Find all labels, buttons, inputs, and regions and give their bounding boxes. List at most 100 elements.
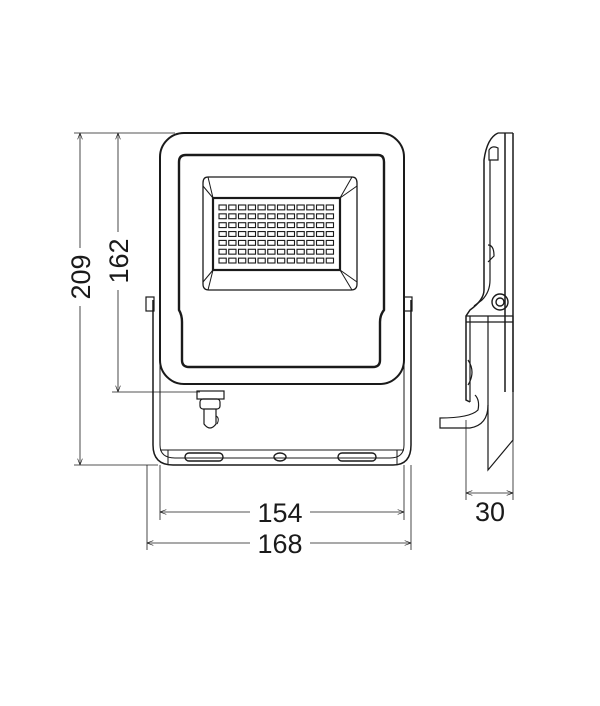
led-chip — [306, 239, 315, 246]
led-chip — [228, 231, 237, 237]
led-chip — [218, 239, 227, 246]
led-chip — [257, 239, 266, 246]
led-chip — [257, 248, 266, 255]
led-chip — [228, 204, 237, 211]
led-chip — [315, 248, 325, 255]
led-chip — [218, 222, 227, 229]
led-chip — [325, 231, 335, 237]
led-chip — [267, 248, 276, 255]
led-chip — [315, 231, 325, 237]
led-chip — [276, 257, 286, 264]
led-chip — [296, 204, 305, 211]
led-chip — [325, 248, 335, 255]
led-chip — [276, 239, 286, 246]
led-chip — [257, 222, 266, 229]
led-chip — [228, 213, 237, 220]
overall-width-168-label: 168 — [257, 529, 302, 559]
led-chip — [296, 248, 305, 255]
led-chip — [228, 222, 237, 229]
led-chip — [276, 204, 286, 211]
mounting-slot-right — [337, 452, 377, 462]
led-chip — [315, 204, 325, 211]
led-chip — [247, 204, 257, 211]
led-chip — [315, 239, 325, 246]
led-array — [218, 204, 335, 264]
led-chip — [296, 222, 305, 229]
led-chip — [247, 231, 257, 237]
housing-inner — [177, 153, 386, 369]
led-chip — [306, 213, 315, 220]
led-chip — [306, 257, 315, 264]
led-chip — [325, 204, 335, 211]
led-chip — [286, 213, 296, 220]
led-chip — [237, 239, 247, 246]
led-chip — [257, 213, 266, 220]
led-chip — [325, 213, 335, 220]
led-chip — [276, 231, 286, 237]
led-chip — [237, 257, 247, 264]
led-chip — [218, 257, 227, 264]
led-chip — [228, 257, 237, 264]
led-chip — [247, 257, 257, 264]
led-chip — [228, 239, 237, 246]
led-chip — [247, 239, 257, 246]
led-chip — [306, 222, 315, 229]
led-chip — [218, 231, 227, 237]
led-chip — [296, 239, 305, 246]
led-chip — [306, 248, 315, 255]
led-chip — [257, 257, 266, 264]
cable-gland — [196, 390, 225, 429]
led-chip — [247, 248, 257, 255]
led-panel — [211, 196, 342, 272]
led-chip — [286, 204, 296, 211]
led-chip — [296, 231, 305, 237]
overall-width-label: 154 — [257, 498, 302, 528]
mounting-bracket — [152, 300, 412, 466]
led-chip — [267, 239, 276, 246]
led-chip — [247, 222, 257, 229]
overall-height-label: 209 — [66, 254, 96, 299]
led-chip — [306, 204, 315, 211]
led-chip — [237, 222, 247, 229]
led-chip — [325, 257, 335, 264]
led-chip — [306, 231, 315, 237]
led-chip — [267, 204, 276, 211]
led-chip — [325, 239, 335, 246]
led-chip — [267, 231, 276, 237]
led-chip — [325, 222, 335, 229]
led-chip — [237, 231, 247, 237]
led-chip — [218, 213, 227, 220]
led-chip — [267, 257, 276, 264]
led-chip — [286, 257, 296, 264]
body-height-label: 162 — [104, 238, 134, 283]
led-chip — [296, 257, 305, 264]
side-view — [439, 132, 514, 472]
led-chip — [286, 248, 296, 255]
mounting-slot-left — [184, 452, 224, 462]
led-chip — [218, 248, 227, 255]
front-view — [145, 132, 413, 466]
led-chip — [228, 248, 237, 255]
led-chip — [276, 213, 286, 220]
led-chip — [286, 222, 296, 229]
led-chip — [257, 204, 266, 211]
led-chip — [237, 248, 247, 255]
mounting-hole — [273, 452, 287, 462]
led-chip — [218, 204, 227, 211]
lens-frame — [202, 176, 358, 291]
led-chip — [237, 213, 247, 220]
led-chip — [267, 222, 276, 229]
led-chip — [296, 213, 305, 220]
led-chip — [315, 213, 325, 220]
led-chip — [247, 213, 257, 220]
led-chip — [276, 248, 286, 255]
led-chip — [267, 213, 276, 220]
depth-label: 30 — [475, 497, 505, 527]
led-chip — [315, 257, 325, 264]
led-chip — [237, 204, 247, 211]
led-chip — [315, 222, 325, 229]
led-chip — [286, 239, 296, 246]
led-chip — [257, 231, 266, 237]
